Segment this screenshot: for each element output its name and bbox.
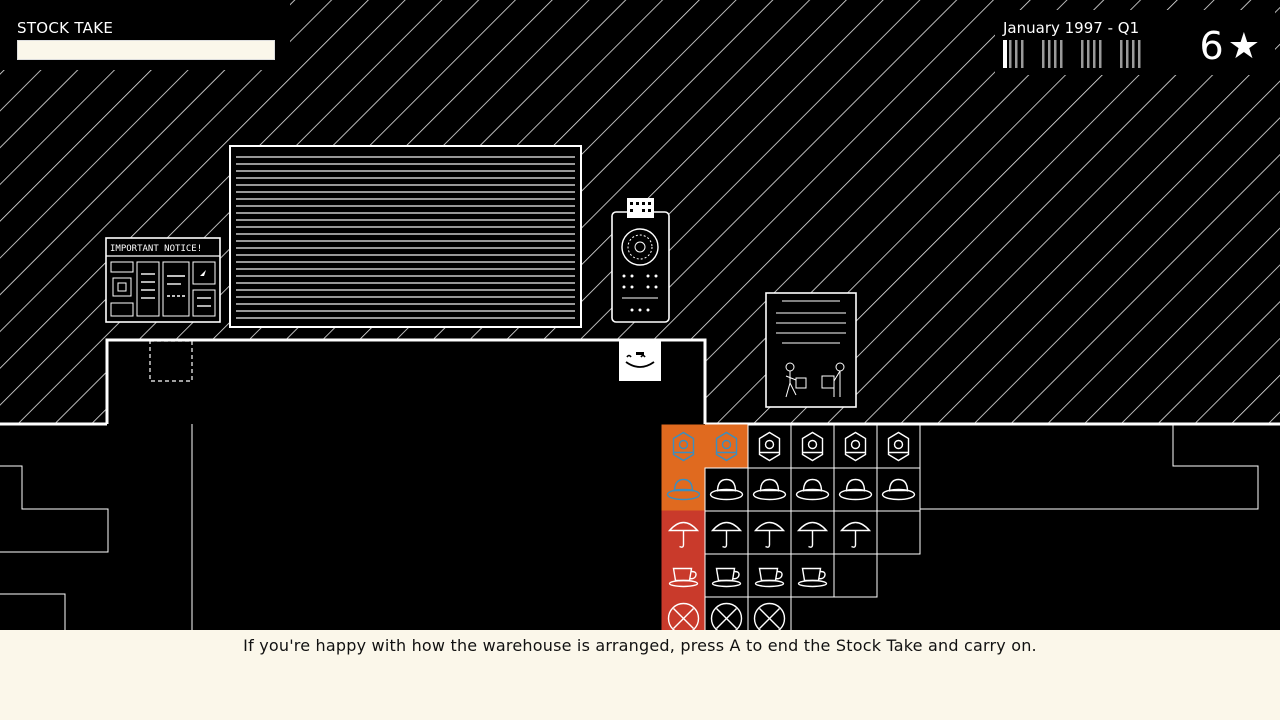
- bowler-hat-icon: [838, 478, 873, 501]
- umbrella-icon: [710, 521, 743, 548]
- stock-slot[interactable]: [833, 424, 878, 469]
- stock-slot[interactable]: [876, 424, 921, 469]
- safety-poster[interactable]: [765, 292, 857, 408]
- caption-text: If you're happy with how the warehouse i…: [243, 636, 1037, 655]
- teacup-icon: [711, 567, 742, 588]
- tally-tick: [1021, 40, 1024, 68]
- notice-board[interactable]: IMPORTANT NOTICE!: [105, 237, 221, 323]
- star-icon: ★: [1227, 25, 1260, 67]
- tally-tick: [1126, 40, 1129, 68]
- lantern-icon: [758, 431, 781, 462]
- star-count: 6: [1199, 24, 1224, 68]
- floor-shelving-right: [918, 424, 1259, 510]
- tally-tick: [1132, 40, 1135, 68]
- loading-platform-outline: [105, 338, 707, 424]
- teacup-icon: [668, 567, 699, 588]
- bowler-hat-icon: [795, 478, 830, 501]
- player-cube[interactable]: [619, 341, 661, 381]
- lantern-icon: [672, 431, 695, 462]
- bowler-hat-icon: [881, 478, 916, 501]
- teacup-icon: [754, 567, 785, 588]
- stock-slot[interactable]: [704, 553, 749, 598]
- tally-tick: [1081, 40, 1084, 68]
- notice-board-title: IMPORTANT NOTICE!: [110, 244, 202, 254]
- stock-slot[interactable]: [661, 424, 706, 469]
- progress-fill: [18, 41, 274, 59]
- tally-tick: [1009, 40, 1012, 68]
- tally-tick: [1054, 40, 1057, 68]
- tally-tick: [1015, 40, 1018, 68]
- stock-slot[interactable]: [747, 424, 792, 469]
- empty-stock-slot[interactable]: [876, 510, 921, 555]
- tally-tick: [1003, 40, 1007, 68]
- tally-tick: [1138, 40, 1141, 68]
- stock-slot[interactable]: [790, 424, 835, 469]
- stock-slot[interactable]: [790, 553, 835, 598]
- umbrella-icon: [839, 521, 872, 548]
- umbrella-icon: [796, 521, 829, 548]
- tally-tick: [1087, 40, 1090, 68]
- lantern-icon: [844, 431, 867, 462]
- mode-title: STOCK TAKE: [17, 19, 114, 37]
- lantern-icon: [887, 431, 910, 462]
- cancel-icon: [753, 602, 786, 635]
- umbrella-icon: [667, 521, 700, 548]
- stock-take-progress-bar: [17, 40, 275, 60]
- shutter-door: [236, 152, 575, 322]
- stock-slot[interactable]: [704, 424, 749, 469]
- caption-bar: If you're happy with how the warehouse i…: [0, 630, 1280, 720]
- teacup-icon: [797, 567, 828, 588]
- wall-phone[interactable]: [611, 198, 670, 323]
- stock-slot[interactable]: [747, 553, 792, 598]
- bowler-hat-icon: [752, 478, 787, 501]
- star-rating: 6 ★: [1200, 24, 1260, 68]
- quarter-tally: [1003, 40, 1141, 68]
- placeholder-slot[interactable]: [149, 340, 193, 382]
- lantern-icon: [715, 431, 738, 462]
- tally-tick: [1099, 40, 1102, 68]
- tally-tick: [1060, 40, 1063, 68]
- tally-tick: [1042, 40, 1045, 68]
- umbrella-icon: [753, 521, 786, 548]
- floor-shelving-left: [0, 424, 193, 630]
- tally-tick: [1120, 40, 1123, 68]
- stock-slot[interactable]: [661, 553, 706, 598]
- tally-tick: [1093, 40, 1096, 68]
- bowler-hat-icon: [709, 478, 744, 501]
- bowler-hat-icon: [666, 478, 701, 501]
- lantern-icon: [801, 431, 824, 462]
- tally-tick: [1048, 40, 1051, 68]
- date-label: January 1997 - Q1: [1003, 19, 1140, 37]
- loading-platform: [107, 340, 705, 630]
- hud-backdrop-right: [995, 10, 1275, 75]
- empty-stock-slot[interactable]: [833, 553, 878, 598]
